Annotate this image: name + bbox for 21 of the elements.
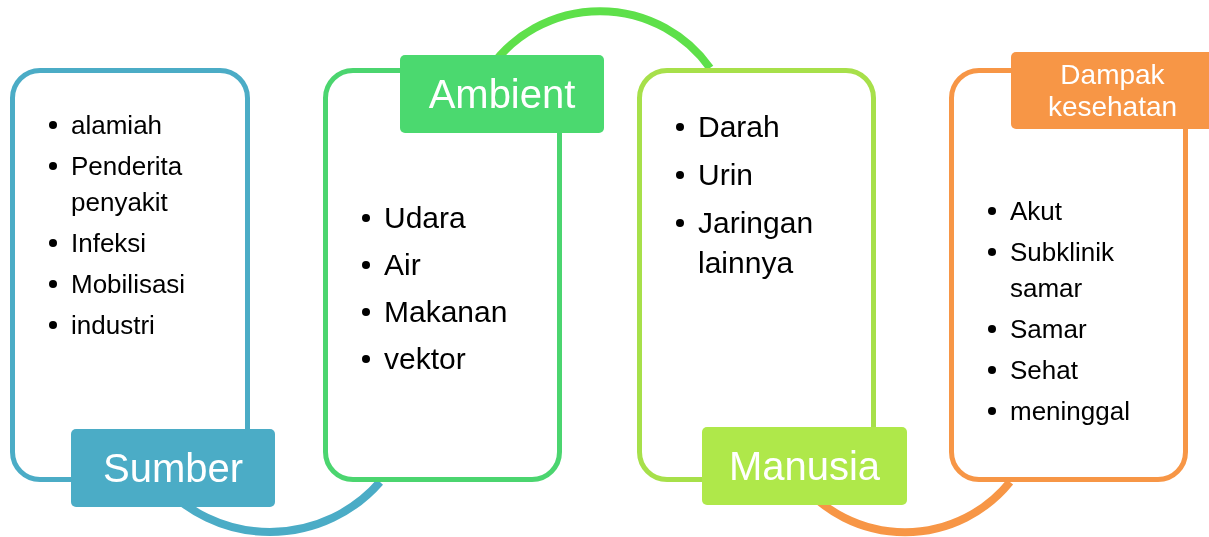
list-item-text: Jaringan lainnya [698, 205, 815, 281]
list-item-text: Subklinik samar [1010, 236, 1116, 305]
list-item-text: Sehat [1010, 354, 1078, 387]
list-item-text: Penderita penyakit [71, 150, 184, 219]
list-item-text: Infeksi [71, 227, 147, 260]
list-item-text: Urin [698, 157, 753, 193]
list-item-text: Udara [384, 200, 466, 236]
title-tab: Sumber [71, 429, 275, 507]
list-item-text: Akut [1010, 195, 1063, 228]
list-item-text: Samar [1010, 313, 1087, 346]
list-item-text: vektor [384, 341, 466, 377]
title-tab: Manusia [702, 427, 907, 505]
list-item-text: alamiah [71, 109, 163, 142]
title-tab: Ambient [400, 55, 604, 133]
list-item-text: Mobilisasi [71, 268, 186, 301]
list-item-text: Darah [698, 109, 780, 145]
list-item-text: meninggal [1010, 395, 1130, 428]
title-tab: Dampak kesehatan [1011, 52, 1209, 129]
list-item-text: industri [71, 309, 155, 342]
list-item-text: Air [384, 247, 421, 283]
list-item-text: Makanan [384, 294, 508, 330]
